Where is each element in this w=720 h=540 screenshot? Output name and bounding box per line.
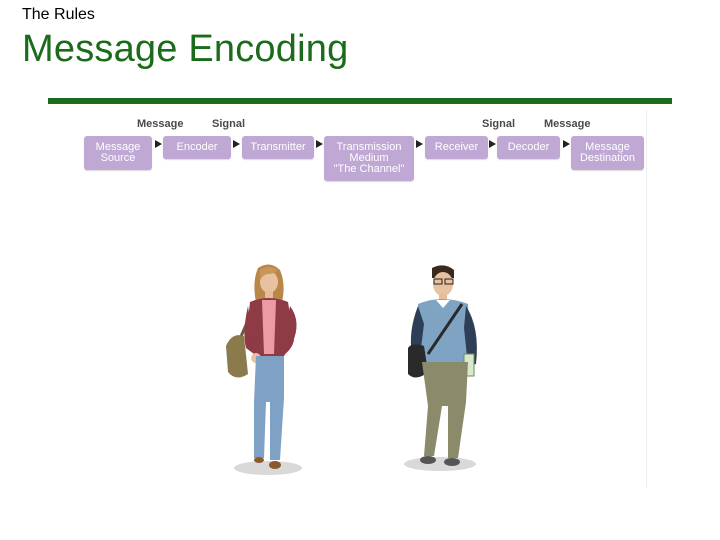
arrow-1 [155, 140, 162, 148]
title-rule [48, 98, 672, 104]
arrow-2 [233, 140, 240, 148]
label-signal-left: Signal [212, 118, 246, 130]
node-label: Message Destination [579, 141, 636, 164]
node-decoder: Decoder [497, 136, 560, 159]
label-message-left: Message [137, 118, 184, 130]
arrow-4 [416, 140, 423, 148]
label-signal-right: Signal [482, 118, 516, 130]
slide-kicker: The Rules [22, 6, 95, 23]
arrow-6 [563, 140, 570, 148]
node-label: Receiver [434, 141, 479, 153]
node-message-source: Message Source [84, 136, 152, 170]
node-transmitter: Transmitter [242, 136, 314, 159]
woman-illustration [226, 264, 302, 475]
node-message-destination: Message Destination [571, 136, 644, 170]
node-label: Transmission Medium "The Channel" [333, 141, 405, 175]
node-encoder: Encoder [163, 136, 231, 159]
slide-title: Message Encoding [22, 28, 349, 70]
node-label: Decoder [507, 141, 550, 153]
node-transmission-medium: Transmission Medium "The Channel" [324, 136, 414, 181]
node-label: Encoder [176, 141, 218, 153]
node-label: Message Source [95, 141, 141, 164]
node-receiver: Receiver [425, 136, 488, 159]
arrow-3 [316, 140, 323, 148]
arrow-5 [489, 140, 496, 148]
label-message-right: Message [544, 118, 591, 130]
man-illustration [404, 265, 477, 471]
node-label: Transmitter [250, 141, 306, 153]
